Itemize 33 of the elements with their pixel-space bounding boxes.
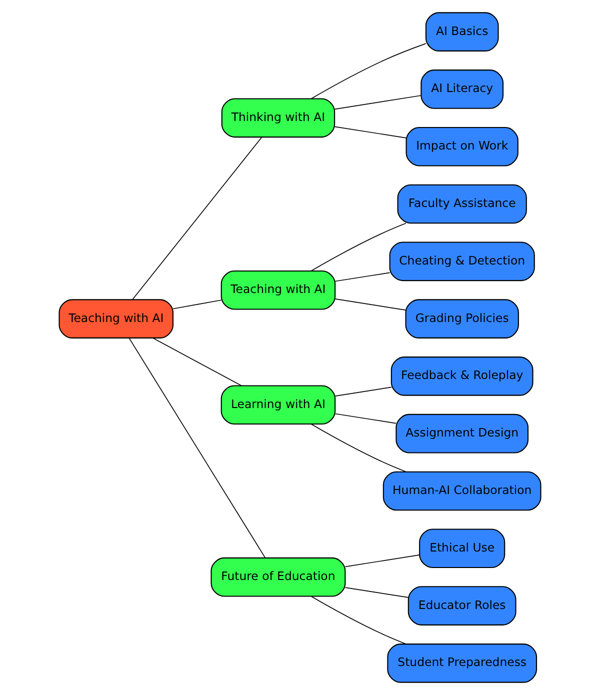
- connector: [132, 136, 262, 300]
- connector: [334, 413, 396, 424]
- node-box: Impact on Work: [405, 126, 518, 166]
- connector: [310, 424, 406, 472]
- connector: [152, 338, 242, 386]
- node-box: Faculty Assistance: [396, 184, 526, 224]
- connector: [310, 222, 406, 272]
- node-box: Assignment Design: [395, 414, 528, 454]
- node-box: Feedback & Roleplay: [390, 356, 533, 396]
- node-box: AI Literacy: [420, 70, 504, 109]
- connector: [344, 554, 420, 568]
- node-box: Thinking with AI: [220, 98, 335, 138]
- node-box: Learning with AI: [220, 385, 336, 425]
- connector: [334, 126, 406, 138]
- node-box: Human-AI Collaboration: [382, 471, 541, 511]
- node-box: Future of Education: [210, 557, 346, 597]
- node-box: AI Basics: [424, 12, 498, 52]
- node-box: Student Preparedness: [386, 644, 537, 683]
- connector: [334, 272, 390, 282]
- connector: [334, 95, 422, 110]
- node-box: Teaching with AI: [220, 270, 336, 310]
- node-box: Cheating & Detection: [388, 242, 534, 282]
- connector: [334, 298, 406, 310]
- connector: [334, 386, 392, 396]
- connector: [310, 596, 406, 644]
- connector: [344, 587, 408, 598]
- connector: [310, 43, 426, 99]
- node-box: Grading Policies: [404, 299, 518, 338]
- connector: [172, 300, 222, 310]
- node-box: Ethical Use: [418, 528, 505, 568]
- node-box: Educator Roles: [407, 586, 516, 626]
- connector: [128, 338, 266, 558]
- node-box: Teaching with AI: [58, 299, 174, 338]
